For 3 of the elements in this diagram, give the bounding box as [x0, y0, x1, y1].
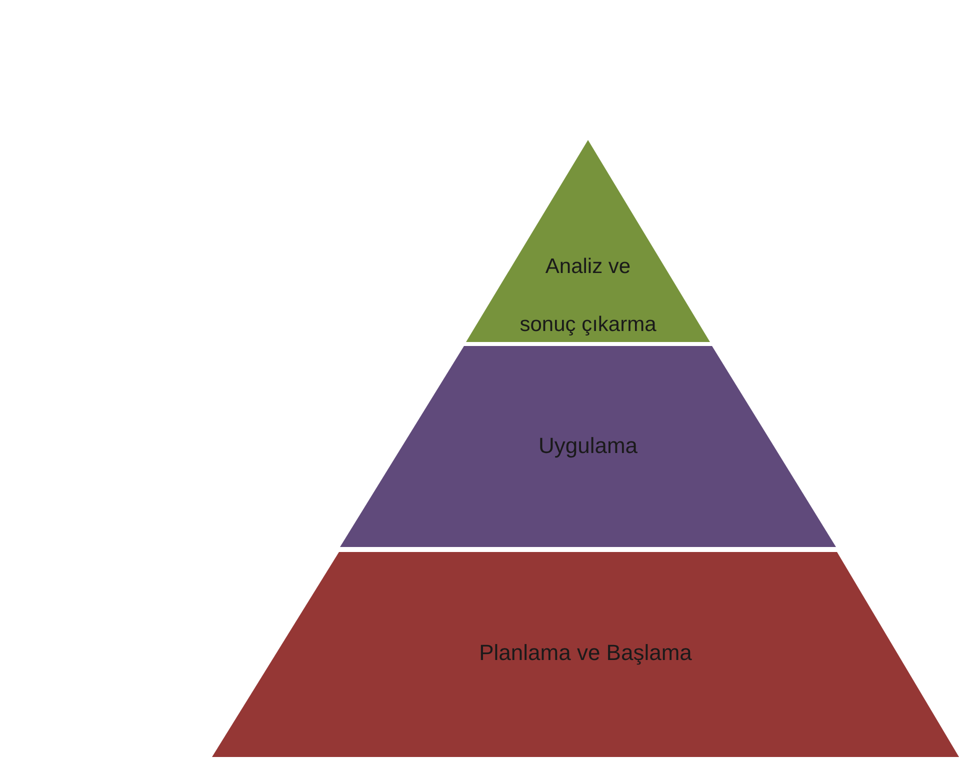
tier-label: Uygulama [537, 432, 639, 460]
tier-label: Analiz ve sonuç çıkarma [518, 254, 658, 338]
tier-label: Planlama ve Başlama [478, 639, 693, 667]
